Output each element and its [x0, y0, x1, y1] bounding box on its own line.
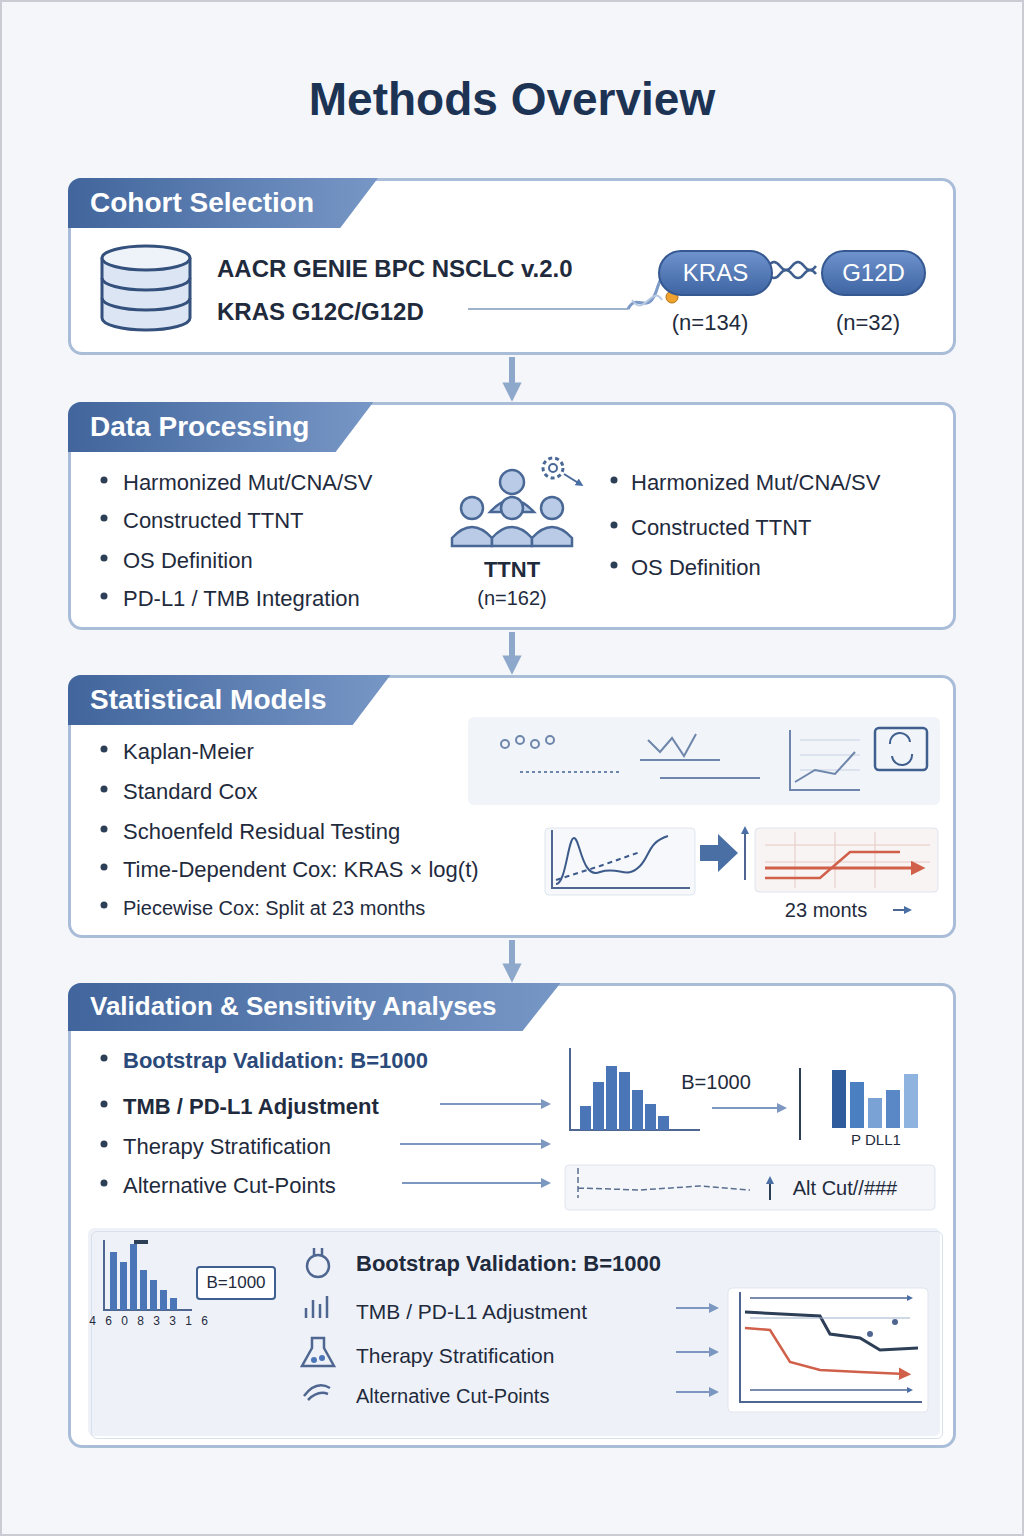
bullet-item: TMB / PD-L1 Adjustment [356, 1300, 587, 1324]
bullet-item: Harmonized Mut/CNA/SV [631, 470, 880, 495]
sample-count: (n=134) [672, 311, 748, 335]
box-label: G12D [842, 259, 905, 287]
section-heading: Cohort Selection [68, 178, 378, 228]
bullet-item: Constructed TTNT [123, 508, 304, 533]
value-box: B=1000 [196, 1266, 276, 1300]
box-label: KRAS [683, 259, 748, 287]
flow-arrow [509, 940, 515, 975]
chart-label: Alt Cut//### [793, 1177, 898, 1199]
bullet-item: Piecewise Cox: Split at 23 months [123, 897, 425, 920]
section-heading: Validation & Sensitivity Analyses [68, 983, 561, 1031]
bullet-item: AACR GENIE BPC NSCLC v.2.0 [217, 255, 573, 283]
bullet-item: Time-Dependent Cox: KRAS × log(t) [123, 857, 479, 882]
gene-pill: G12D [821, 250, 926, 296]
bullet-item: Alternative Cut-Points [123, 1173, 336, 1198]
bullet-item: Bootstrap Validation: B=1000 [123, 1048, 428, 1073]
chart-label: P DLL1 [851, 1132, 901, 1149]
bullet-item: Harmonized Mut/CNA/SV [123, 470, 372, 495]
summary-box: Bootstrap Validation: B=1000TMB / PD-L1 … [91, 1231, 943, 1439]
bullet-item: PD-L1 / TMB Integration [123, 586, 360, 611]
section-heading: Data Processing [68, 402, 373, 452]
section-heading: Statistical Models [68, 675, 391, 725]
bullet-item: KRAS G12C/G12D [217, 298, 424, 326]
chart-label: B=1000 [681, 1071, 751, 1093]
gene-pill: KRAS [658, 250, 773, 296]
bullet-item: Standard Cox [123, 779, 258, 804]
cohort-label: TTNT [484, 558, 540, 582]
sample-count: (n=162) [477, 587, 547, 609]
bullet-item: Kaplan-Meier [123, 739, 254, 764]
bullet-item: Constructed TTNT [631, 515, 812, 540]
section-panel: Cohort SelectionAACR GENIE BPC NSCLC v.2… [68, 178, 956, 355]
bullet-item: Bootstrap Validation: B=1000 [356, 1251, 661, 1276]
bullet-item: TMB / PD-L1 Adjustment [123, 1094, 379, 1119]
sample-count: (n=32) [836, 311, 900, 335]
box-label: B=1000 [206, 1273, 265, 1293]
bullet-item: Schoenfeld Residual Testing [123, 819, 400, 844]
section-panel: Validation & Sensitivity AnalysesBootstr… [68, 983, 956, 1448]
bullet-item: OS Definition [123, 548, 253, 573]
chart-label: 23 monts [785, 899, 867, 921]
axis-ticks: 4 6 0 8 3 3 1 6 [89, 1315, 211, 1328]
section-panel: Statistical ModelsKaplan-MeierStandard C… [68, 675, 956, 938]
diagram-title: Methods Overview [0, 72, 1024, 126]
bullet-item: Therapy Stratification [356, 1344, 554, 1368]
bullet-item: Therapy Stratification [123, 1134, 331, 1159]
flow-arrow [509, 357, 515, 394]
bullet-item: OS Definition [631, 555, 761, 580]
bullet-item: Alternative Cut-Points [356, 1385, 549, 1408]
flow-arrow [509, 632, 515, 667]
